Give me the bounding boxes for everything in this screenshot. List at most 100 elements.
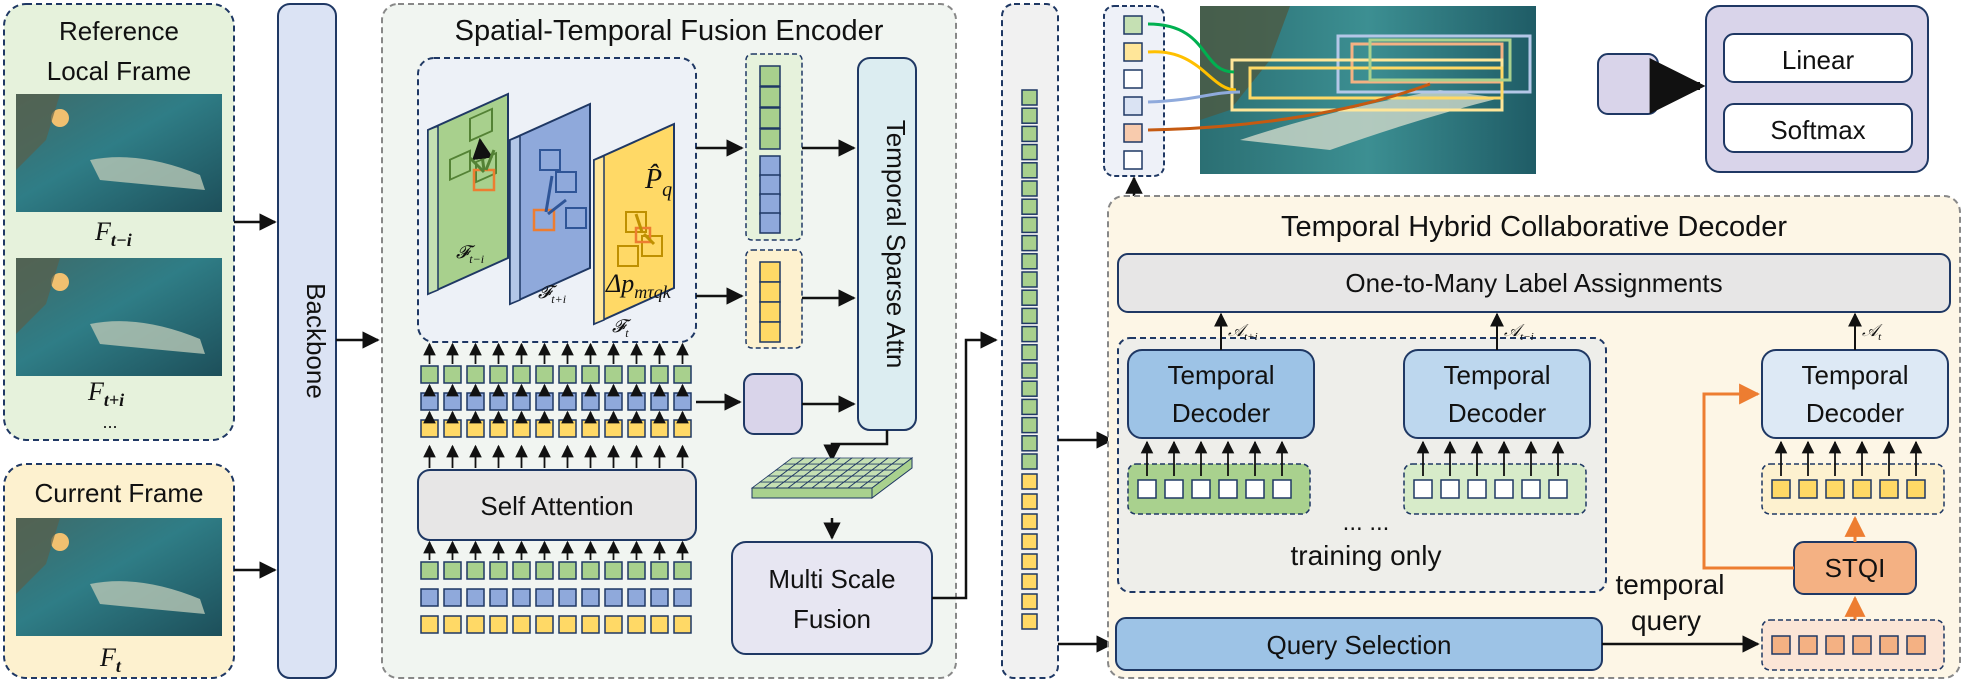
token: [1021, 325, 1038, 343]
token: [1494, 479, 1514, 499]
grid-side: [751, 487, 873, 499]
assign-label-2: 𝒜t−i: [1504, 321, 1534, 343]
current-frame-title: Current Frame: [34, 478, 203, 508]
token: [1771, 635, 1791, 655]
token: [512, 392, 531, 411]
stqi-block: STQI: [1793, 541, 1917, 595]
token: [759, 193, 781, 215]
temporal-decoder-2: Temporal Decoder: [1403, 349, 1591, 439]
token: [1021, 573, 1038, 590]
training-only-label: training only: [1291, 540, 1442, 571]
token: [420, 419, 439, 438]
token: [535, 561, 554, 580]
token: [1021, 180, 1038, 197]
token: [443, 365, 462, 384]
token: [1021, 344, 1038, 361]
temporal-sparse-attn-label: Temporal Sparse Attn: [881, 120, 911, 369]
query-token: [743, 373, 803, 435]
token: [1879, 479, 1899, 499]
sampled-token-stack-green-blue: [745, 53, 803, 241]
encoder-memory-column: [1001, 3, 1059, 679]
feature-map-prev: 𝓕t−i: [427, 92, 509, 296]
token: [466, 365, 485, 384]
token: [759, 65, 781, 87]
backbone-label: Backbone: [301, 283, 331, 399]
token: [627, 561, 646, 580]
token: [535, 615, 554, 634]
reference-frame-image-2: [16, 258, 222, 376]
reference-frame-panel: Reference Local Frame Ft−i Ft+i ...: [3, 3, 235, 441]
token: [673, 419, 692, 438]
token: [558, 419, 577, 438]
multi-scale-fusion-block: Multi Scale Fusion: [731, 541, 933, 655]
query-selection-block: Query Selection: [1115, 617, 1603, 671]
token: [673, 392, 692, 411]
current-frame-panel: Current Frame Ft: [3, 463, 235, 679]
token: [1021, 380, 1038, 397]
hybrid-decoder: Temporal Hybrid Collaborative Decoder On…: [1107, 195, 1961, 679]
token: [759, 86, 781, 108]
token: [1440, 479, 1460, 499]
token: [535, 392, 554, 411]
svg-text:Δpmτqk: Δpmτqk: [605, 269, 672, 302]
grid-side: [871, 457, 913, 499]
token: [489, 588, 508, 607]
label-assignments-bar: One-to-Many Label Assignments: [1117, 253, 1951, 313]
token: [1879, 635, 1899, 655]
token: [604, 419, 623, 438]
token: [558, 615, 577, 634]
multi-scale-line1: Multi Scale: [768, 564, 895, 594]
token: [581, 588, 600, 607]
token: [1123, 150, 1143, 170]
token: [1021, 473, 1038, 490]
token: [650, 588, 669, 607]
token: [443, 588, 462, 607]
token: [1021, 125, 1038, 143]
token: [1021, 493, 1038, 510]
reference-frame-image-1: [16, 94, 222, 212]
token: [1413, 479, 1433, 499]
token: [489, 615, 508, 634]
token: [673, 561, 692, 580]
token: [1021, 107, 1038, 124]
token: [1021, 416, 1038, 434]
svg-text:Temporal: Temporal: [1168, 360, 1275, 390]
token: [1021, 289, 1038, 306]
temporal-decoder-3: Temporal Decoder: [1761, 349, 1949, 439]
temporal-query-line1: temporal: [1616, 569, 1725, 600]
token: [759, 281, 781, 303]
token: [1021, 513, 1038, 530]
svg-text:Decoder: Decoder: [1806, 398, 1905, 428]
decoder-title: Temporal Hybrid Collaborative Decoder: [1281, 211, 1787, 243]
token: [604, 615, 623, 634]
token: [604, 588, 623, 607]
token: [1137, 479, 1157, 499]
token: [420, 365, 439, 384]
token: [581, 615, 600, 634]
reference-title-line2: Local Frame: [47, 56, 192, 86]
fusion-encoder: Spatial-Temporal Fusion Encoder 𝓕t−i: [381, 3, 957, 679]
token: [420, 561, 439, 580]
current-frame-image: [16, 518, 222, 636]
token: [1906, 479, 1926, 499]
token: [1021, 435, 1038, 452]
token: [1467, 479, 1487, 499]
token: [627, 615, 646, 634]
token: [627, 588, 646, 607]
token: [759, 174, 781, 196]
temporal-query-line2: query: [1631, 605, 1701, 636]
self-attention-label: Self Attention: [480, 491, 633, 521]
token: [535, 419, 554, 438]
svg-text:Temporal: Temporal: [1444, 360, 1551, 390]
token: [1021, 593, 1038, 610]
svg-text:P̂q: P̂q: [644, 164, 672, 201]
token: [443, 615, 462, 634]
token: [489, 392, 508, 411]
token: [650, 561, 669, 580]
token: [1272, 479, 1292, 499]
token: [443, 561, 462, 580]
token: [1245, 479, 1265, 499]
token: [759, 107, 781, 129]
assign-label-1: 𝒜t+i: [1228, 321, 1258, 343]
token: [673, 615, 692, 634]
